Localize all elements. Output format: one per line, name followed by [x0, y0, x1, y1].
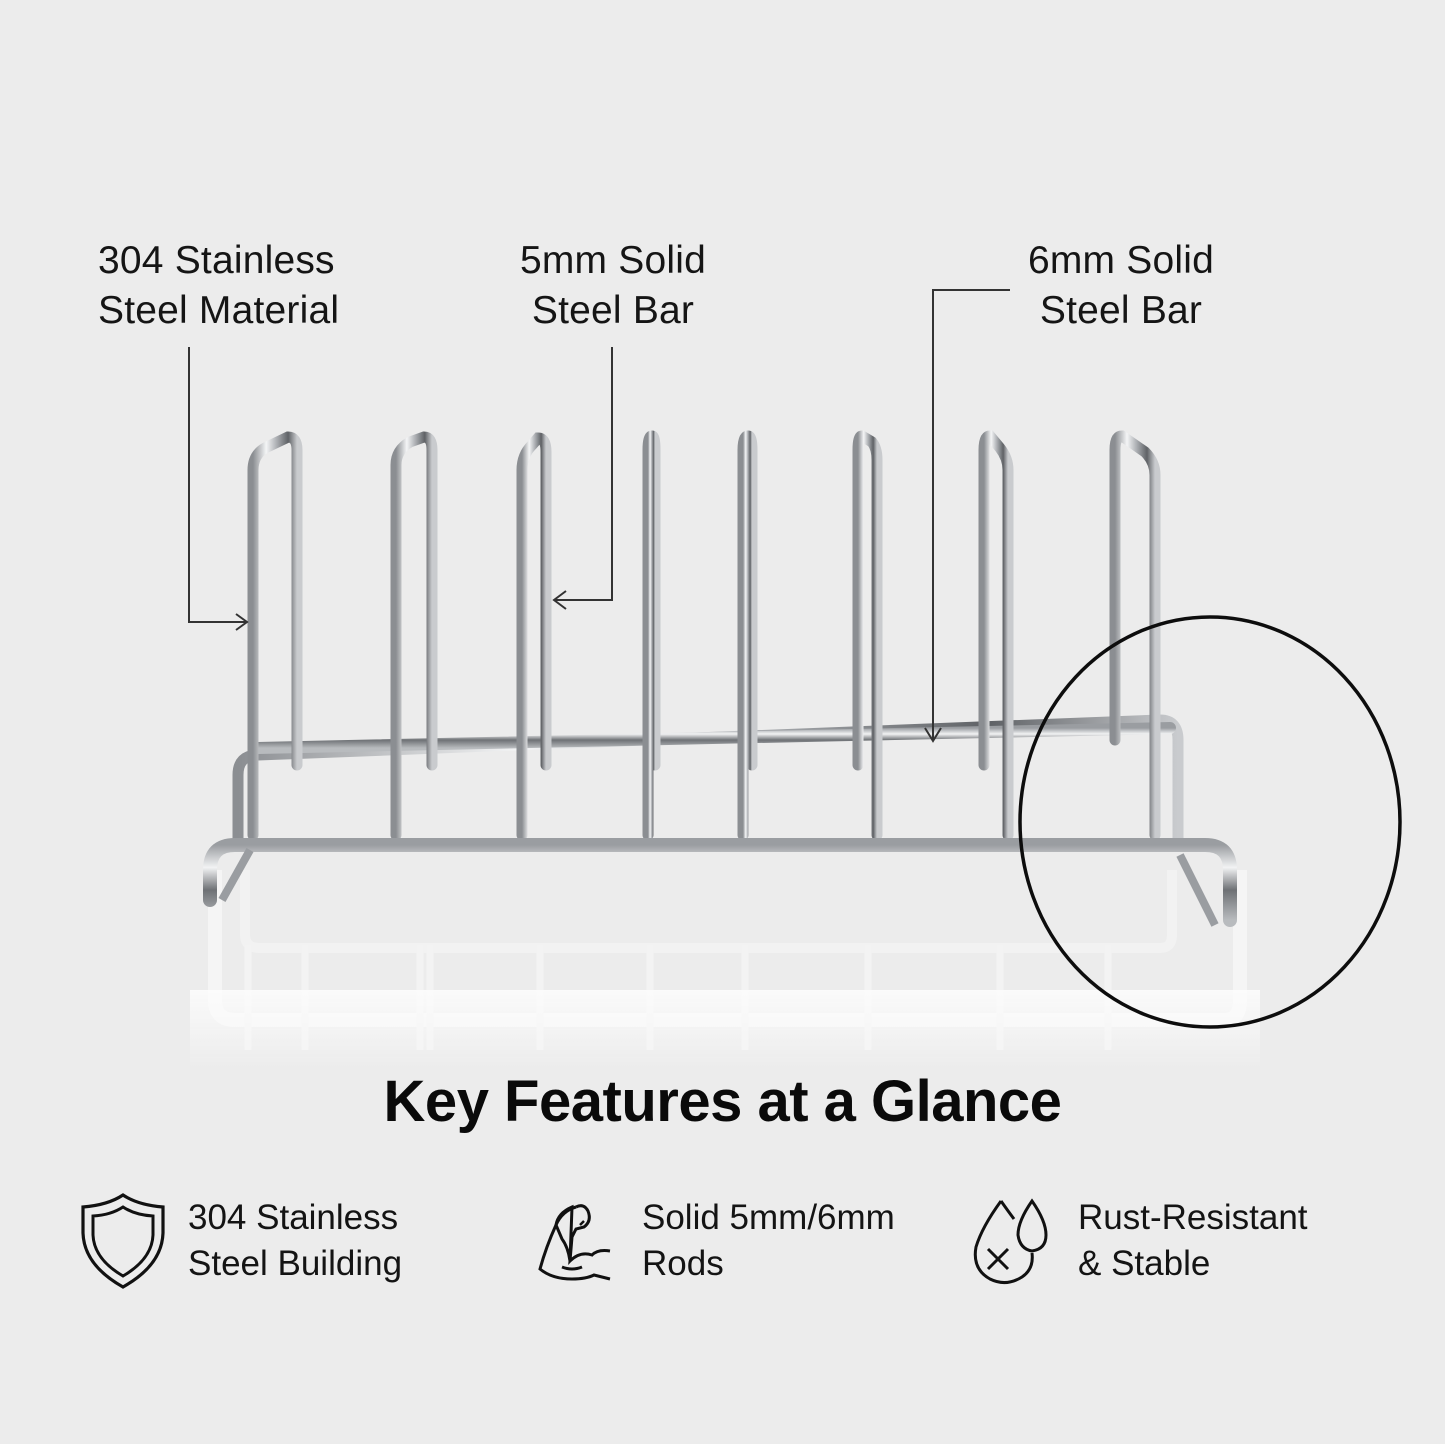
- feature-line: Rust-Resistant: [1078, 1198, 1308, 1237]
- callout-304-stainless: 304 Stainless Steel Material: [98, 236, 339, 336]
- water-drops-x-icon: [973, 1198, 1048, 1284]
- front-rail: [203, 838, 1237, 927]
- feature-solid-rods: Solid 5mm/6mm Rods: [532, 1186, 895, 1296]
- feature-text: Rust-Resistant & Stable: [1078, 1195, 1308, 1287]
- leader-304-stainless: [188, 347, 246, 623]
- feature-line: Rods: [642, 1244, 724, 1283]
- callout-leaders: [188, 289, 1010, 743]
- leader-6mm: [932, 289, 1010, 740]
- feature-stainless: 304 Stainless Steel Building: [78, 1186, 402, 1296]
- feature-line: Steel Building: [188, 1244, 403, 1283]
- callout-line: Steel Material: [98, 289, 340, 332]
- feature-line: & Stable: [1078, 1244, 1211, 1283]
- feature-text: Solid 5mm/6mm Rods: [642, 1195, 895, 1287]
- feature-line: 304 Stainless: [188, 1198, 399, 1237]
- rack-uprights: [247, 430, 1161, 841]
- back-rail: [252, 722, 1176, 754]
- callout-line: Steel Bar: [1039, 289, 1203, 332]
- feature-line: Solid 5mm/6mm: [642, 1198, 895, 1237]
- callout-line: 304 Stainless: [98, 239, 335, 282]
- feature-rust-resistant: Rust-Resistant & Stable: [968, 1186, 1308, 1296]
- callout-line: 6mm Solid: [1027, 239, 1215, 282]
- callout-line: Steel Bar: [531, 289, 695, 332]
- flexed-arm-icon: [538, 1204, 611, 1281]
- callout-6mm-bar: 6mm Solid Steel Bar: [1016, 236, 1226, 336]
- callout-line: 5mm Solid: [519, 239, 707, 282]
- highlight-circle: [1018, 615, 1402, 1029]
- callout-5mm-bar: 5mm Solid Steel Bar: [508, 236, 718, 336]
- section-title: Key Features at a Glance: [383, 1069, 1062, 1134]
- rack-reflection: [190, 870, 1260, 1070]
- feature-text: 304 Stainless Steel Building: [188, 1195, 402, 1287]
- shield-icon: [81, 1193, 165, 1289]
- leader-5mm: [555, 347, 613, 601]
